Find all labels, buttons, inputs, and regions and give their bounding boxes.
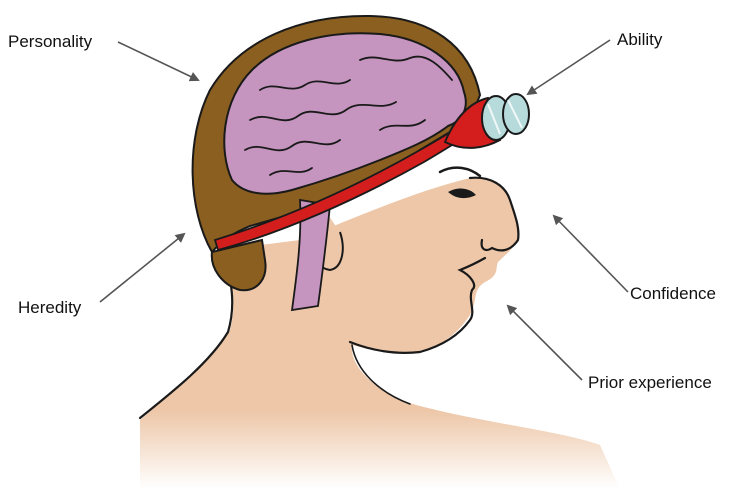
label-personality: Personality [8, 32, 92, 52]
arrow-prior-experience [508, 306, 582, 380]
label-confidence: Confidence [630, 284, 716, 304]
eyebrow [440, 168, 480, 176]
arrow-confidence [554, 216, 628, 292]
arrow-personality [118, 42, 198, 80]
label-prior-experience: Prior experience [588, 373, 712, 393]
arrow-heredity [100, 234, 184, 302]
label-heredity: Heredity [18, 298, 81, 318]
arrow-ability [528, 40, 610, 94]
label-ability: Ability [617, 30, 662, 50]
goggles [482, 94, 529, 140]
